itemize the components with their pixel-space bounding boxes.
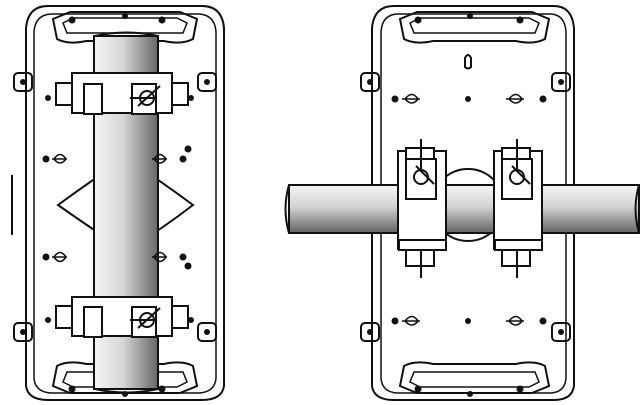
left-base-inner-outline xyxy=(33,13,217,394)
right-base-inner-outline xyxy=(380,13,567,394)
right-bottom-handle xyxy=(398,361,551,394)
left-base-outline xyxy=(25,5,225,401)
left-top-handle-inner xyxy=(62,17,188,34)
left-bottom-handle xyxy=(51,361,199,394)
left-side-handle-bottom-left xyxy=(13,322,33,342)
left-hardware xyxy=(42,13,192,397)
right-side-handle-top-left xyxy=(360,72,380,92)
right-horizontal-pipe xyxy=(284,184,640,234)
left-top-handle xyxy=(51,11,199,44)
left-slots xyxy=(52,153,167,263)
left-lower-clamp xyxy=(45,296,194,338)
left-upper-clamp xyxy=(45,72,194,115)
right-bottom-handle-inner xyxy=(409,371,540,388)
right-side-handle-top-right xyxy=(551,72,571,92)
right-top-handle xyxy=(398,11,551,44)
right-clamp-left xyxy=(397,139,447,278)
left-side-handle-top-left xyxy=(13,72,33,92)
right-top-keyhole xyxy=(464,54,472,70)
right-side-handle-bottom-right xyxy=(551,322,571,342)
right-clamp-right xyxy=(493,139,543,278)
left-side-handle-top-right xyxy=(197,72,217,92)
right-base-outline xyxy=(371,5,575,401)
right-side-handle-bottom-left xyxy=(360,322,380,342)
right-base-view xyxy=(360,5,575,401)
right-slots xyxy=(402,93,524,326)
right-hardware xyxy=(391,13,547,397)
left-side-handle-bottom-right xyxy=(197,322,217,342)
